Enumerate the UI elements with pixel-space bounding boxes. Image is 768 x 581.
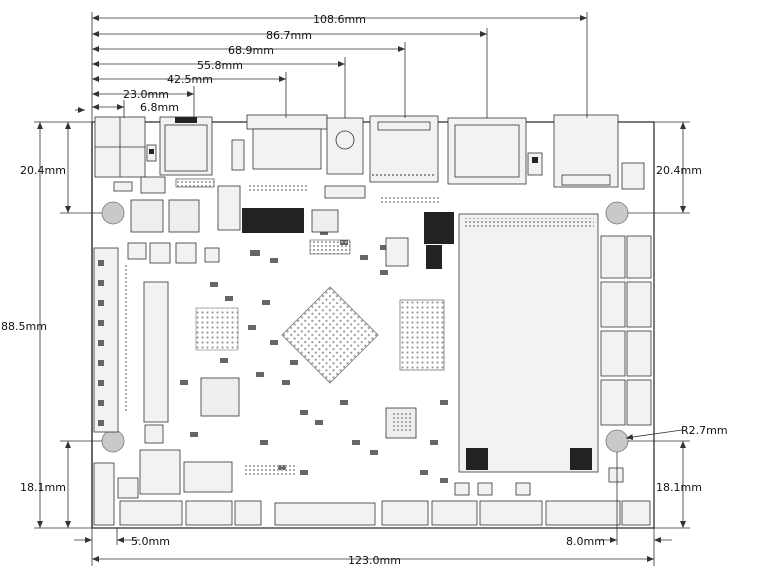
dim-55-8: 55.8mm [197, 59, 243, 72]
dim-42-5: 42.5mm [167, 73, 213, 86]
right-dimensions: 20.4mm 18.1mm R2.7mm [625, 121, 728, 529]
dim-86-7: 86.7mm [266, 29, 312, 42]
ram-chip [399, 299, 445, 371]
upper-left-components [113, 176, 308, 264]
top-dimensions: 108.6mm 86.7mm 68.9mm 55.8mm 42.5mm 23.0… [91, 12, 588, 122]
dim-6-8: 6.8mm [140, 101, 179, 114]
right-headers [600, 235, 652, 483]
dim-88-5: 88.5mm [1, 320, 47, 333]
bottom-dimensions: 5.0mm 8.0mm 123.0mm [74, 452, 672, 567]
sd-card-slot [369, 115, 439, 183]
ic-black-top [242, 208, 304, 233]
dim-right-20-4: 20.4mm [656, 164, 702, 177]
left-header [93, 247, 169, 444]
rj45-connector-1 [159, 116, 213, 176]
dim-left-18-1: 18.1mm [20, 481, 66, 494]
bottom-connectors [93, 449, 651, 526]
dim-68-9: 68.9mm [228, 44, 274, 57]
dim-123-0: 123.0mm [348, 554, 401, 567]
dc-jack [326, 117, 364, 175]
compute-module [458, 213, 599, 473]
left-dimensions: 88.5mm 20.4mm 18.1mm [1, 107, 102, 529]
soc-chip [195, 286, 445, 439]
dim-23-0: 23.0mm [123, 88, 169, 101]
hdmi-connector [246, 114, 328, 130]
mounting-hole-bottom-left [101, 429, 125, 453]
dim-108-6: 108.6mm [313, 13, 366, 26]
dim-right-18-1: 18.1mm [656, 481, 702, 494]
dim-8-0: 8.0mm [566, 535, 605, 548]
mounting-hole-bottom-right [605, 429, 629, 453]
top-connectors [94, 114, 645, 190]
mounting-hole-top-right [605, 201, 629, 225]
mid-top-components [309, 185, 454, 269]
dim-radius: R2.7mm [681, 424, 728, 437]
mounting-hole-top-left [101, 201, 125, 225]
db9-connector [553, 114, 619, 188]
dim-left-20-4: 20.4mm [20, 164, 66, 177]
mounting-holes [101, 201, 629, 453]
rj45-connector-2 [447, 117, 527, 185]
dim-5-0: 5.0mm [131, 535, 170, 548]
